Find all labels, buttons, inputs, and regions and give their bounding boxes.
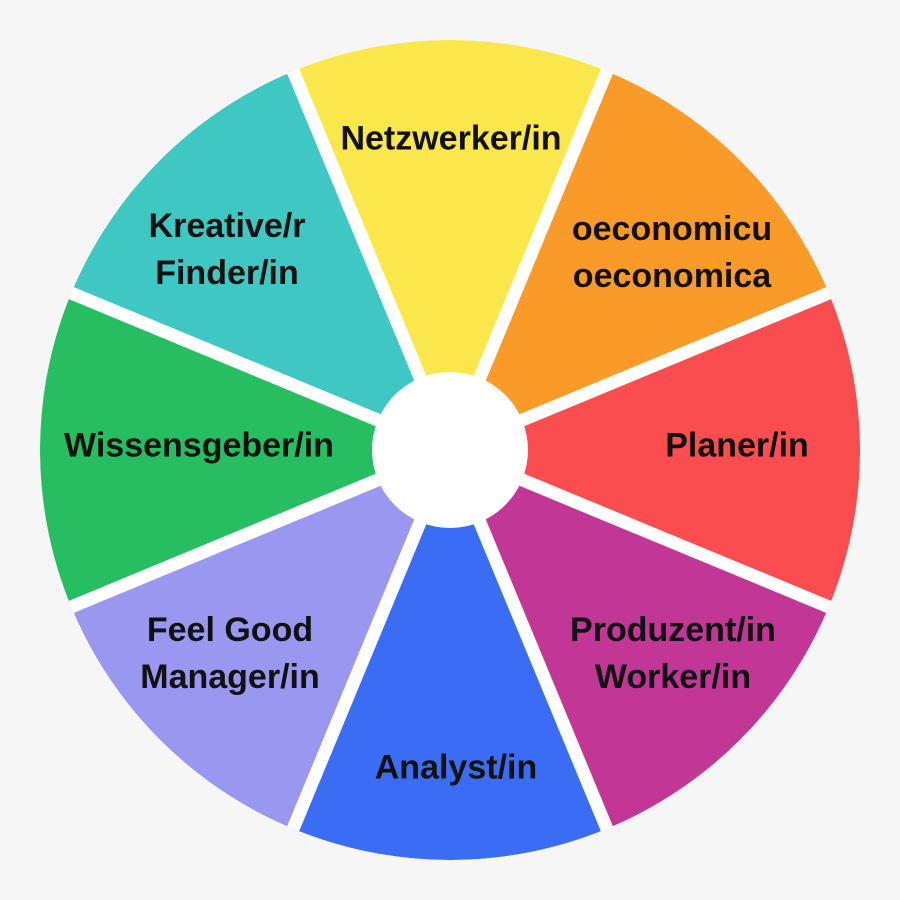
wheel-segment-wissensgeber[interactable] xyxy=(40,293,450,607)
wheel-segment-produzent[interactable] xyxy=(450,450,829,829)
wheel-hub xyxy=(372,372,528,528)
wheel-segment-analyst[interactable] xyxy=(293,450,607,860)
wheel-segment-kreative[interactable] xyxy=(71,71,450,450)
wheel-segment-planer[interactable] xyxy=(450,293,860,607)
wheel-segment-oeconomicus[interactable] xyxy=(450,71,829,450)
wheel-segment-feelgood[interactable] xyxy=(71,450,450,829)
wheel-segment-netzwerker[interactable] xyxy=(293,40,607,450)
